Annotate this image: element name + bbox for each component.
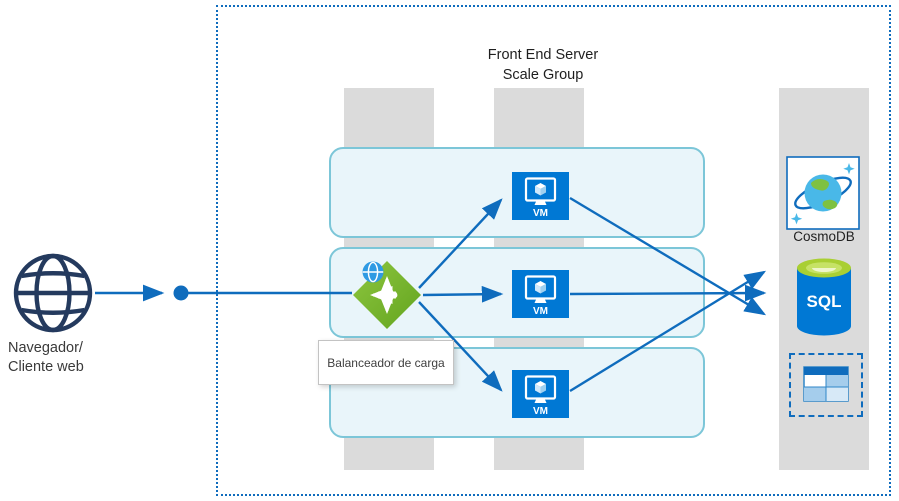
load-balancer-tooltip: Balanceador de carga bbox=[318, 340, 454, 385]
vm-icon-1: VM bbox=[512, 172, 569, 220]
table-storage-box bbox=[789, 353, 863, 417]
scale-group-title-line2: Scale Group bbox=[502, 66, 584, 83]
scale-group-title: Front End Server Scale Group bbox=[443, 46, 643, 85]
web-client-label-line2: Cliente web bbox=[8, 359, 84, 376]
load-balancer-tooltip-text: Balanceador de carga bbox=[327, 355, 445, 370]
vm-icon: VM bbox=[512, 370, 569, 418]
table-window-icon bbox=[803, 366, 849, 402]
load-balancer-icon bbox=[353, 261, 421, 329]
vm-icon-2: VM bbox=[512, 270, 569, 318]
globe-icon bbox=[13, 253, 93, 333]
vm-label: VM bbox=[533, 406, 548, 417]
dot-connector bbox=[173, 285, 189, 301]
web-client-label-line1: Navegador/ bbox=[8, 340, 83, 356]
vm-icon: VM bbox=[512, 270, 569, 318]
web-client-label: Navegador/ Cliente web bbox=[8, 339, 84, 377]
cosmos-db-icon bbox=[786, 156, 860, 230]
sql-database-icon: SQL bbox=[797, 258, 851, 336]
lb-globe-badge-icon bbox=[362, 261, 384, 283]
sql-label: SQL bbox=[807, 292, 842, 311]
vm-icon: VM bbox=[512, 172, 569, 220]
cosmos-db-label: CosmoDB bbox=[793, 229, 855, 244]
vm-label: VM bbox=[533, 208, 548, 219]
vm-icon-3: VM bbox=[512, 370, 569, 418]
scale-group-title-line1: Front End Server bbox=[487, 47, 599, 63]
scale-group-boundary bbox=[216, 5, 891, 496]
vm-label: VM bbox=[533, 306, 548, 317]
